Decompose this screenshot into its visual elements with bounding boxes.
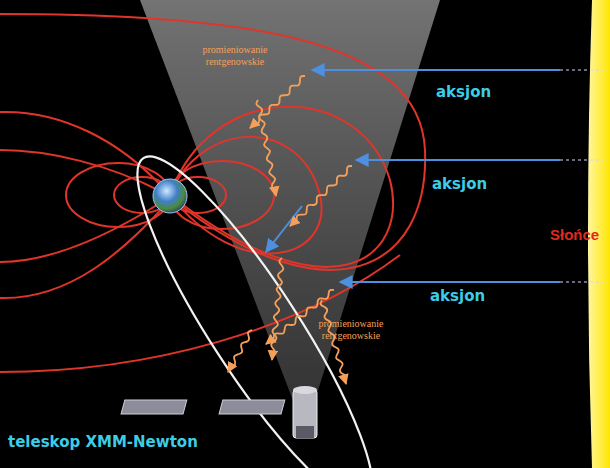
axion-label: aksjon [430, 288, 485, 305]
x-ray-wave [321, 300, 346, 384]
earth [153, 179, 187, 213]
field-of-view-cone [140, 0, 440, 432]
orbit [106, 134, 403, 468]
x-ray-wave [256, 100, 276, 196]
x-ray-wave [250, 76, 305, 128]
x-ray-label: promieniowanie rentgenowskie [196, 44, 274, 67]
sun-dashes [560, 70, 604, 282]
x-ray-wave [290, 166, 352, 226]
sun-label: Słońce [550, 226, 599, 243]
telescope-label: teleskop XMM-Newton [8, 434, 198, 451]
axion-arrows [266, 70, 560, 282]
xmm-newton-satellite [121, 386, 317, 438]
x-ray-wave [271, 258, 283, 360]
x-ray-wave [228, 330, 252, 372]
x-ray-label: promieniowanie rentgenowskie [312, 318, 390, 341]
magnetic-field-lines [0, 14, 425, 372]
axion-label: aksjon [436, 84, 491, 101]
axion-label: aksjon [432, 176, 487, 193]
